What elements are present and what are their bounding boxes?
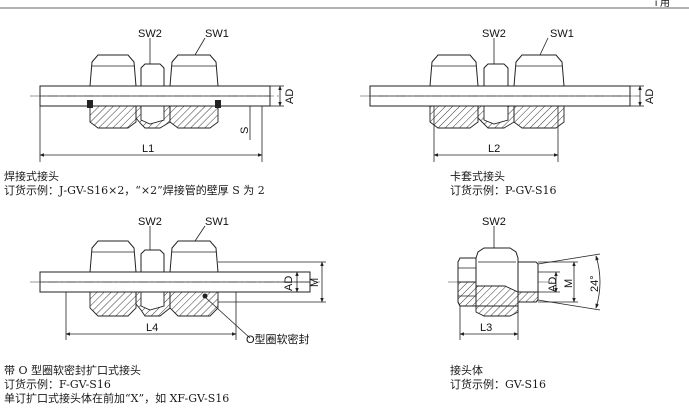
body-l3-label: L3	[480, 322, 492, 334]
oring-seal-label: O型圈软密封	[246, 332, 310, 346]
body-caption-title: 接头体	[450, 364, 483, 377]
ferrule-sw2-label: SW2	[482, 28, 506, 40]
oring-m-label: M	[309, 278, 321, 287]
oring-caption-note: 单订扩口式接头体在前加“X”，如 XF-GV-S16	[4, 392, 230, 405]
oring-ad-label: AD	[283, 276, 295, 291]
weld-sw1-label: SW1	[205, 28, 229, 40]
body-caption-order: 订货示例：GV-S16	[450, 378, 546, 391]
body-ad-label: AD	[547, 277, 559, 292]
oring-l4-label: L4	[146, 322, 158, 334]
ferrule-caption-title: 卡套式接头	[450, 170, 505, 183]
drawing-ferrule-fitting: SW2 SW1 AD L2	[360, 28, 656, 162]
drawing-weld-fitting: SW2 SW1 AD S L1	[30, 28, 296, 162]
ferrule-caption-order: 订货示例：P-GV-S16	[450, 184, 557, 197]
drawing-oring-fitting: SW2 SW1 AD M L4 O型圈软密封	[30, 216, 326, 346]
drawing-fitting-body: SW2 AD M 24° L3	[448, 216, 601, 340]
weld-sw2-label: SW2	[138, 28, 162, 40]
ferrule-caption: 卡套式接头 订货示例：P-GV-S16	[450, 170, 557, 198]
weld-caption: 焊接式接头 订货示例：J-GV-S16×2，“×2”焊接管的壁厚 S 为 2	[4, 170, 265, 198]
body-angle-label: 24°	[589, 275, 601, 292]
weld-ad-label: AD	[284, 89, 296, 104]
page-label: i 用	[655, 0, 670, 9]
oring-sw1-label: SW1	[205, 216, 229, 228]
oring-caption-order: 订货示例：F-GV-S16	[4, 378, 111, 391]
oring-sw2-label: SW2	[138, 216, 162, 228]
body-m-label: M	[563, 279, 575, 288]
ferrule-sw1-label: SW1	[550, 28, 574, 40]
ferrule-l2-label: L2	[488, 143, 500, 155]
body-sw2-label: SW2	[482, 216, 506, 228]
body-caption: 接头体 订货示例：GV-S16	[450, 364, 546, 392]
oring-caption-title: 带 O 型圈软密封扩口式接头	[4, 364, 142, 377]
oring-caption: 带 O 型圈软密封扩口式接头 订货示例：F-GV-S16 单订扩口式接头体在前加…	[4, 364, 229, 406]
weld-caption-order: 订货示例：J-GV-S16×2，“×2”焊接管的壁厚 S 为 2	[4, 184, 265, 197]
weld-caption-title: 焊接式接头	[4, 170, 59, 183]
ferrule-ad-label: AD	[644, 89, 656, 104]
weld-s-label: S	[239, 127, 251, 134]
weld-l1-label: L1	[142, 143, 154, 155]
